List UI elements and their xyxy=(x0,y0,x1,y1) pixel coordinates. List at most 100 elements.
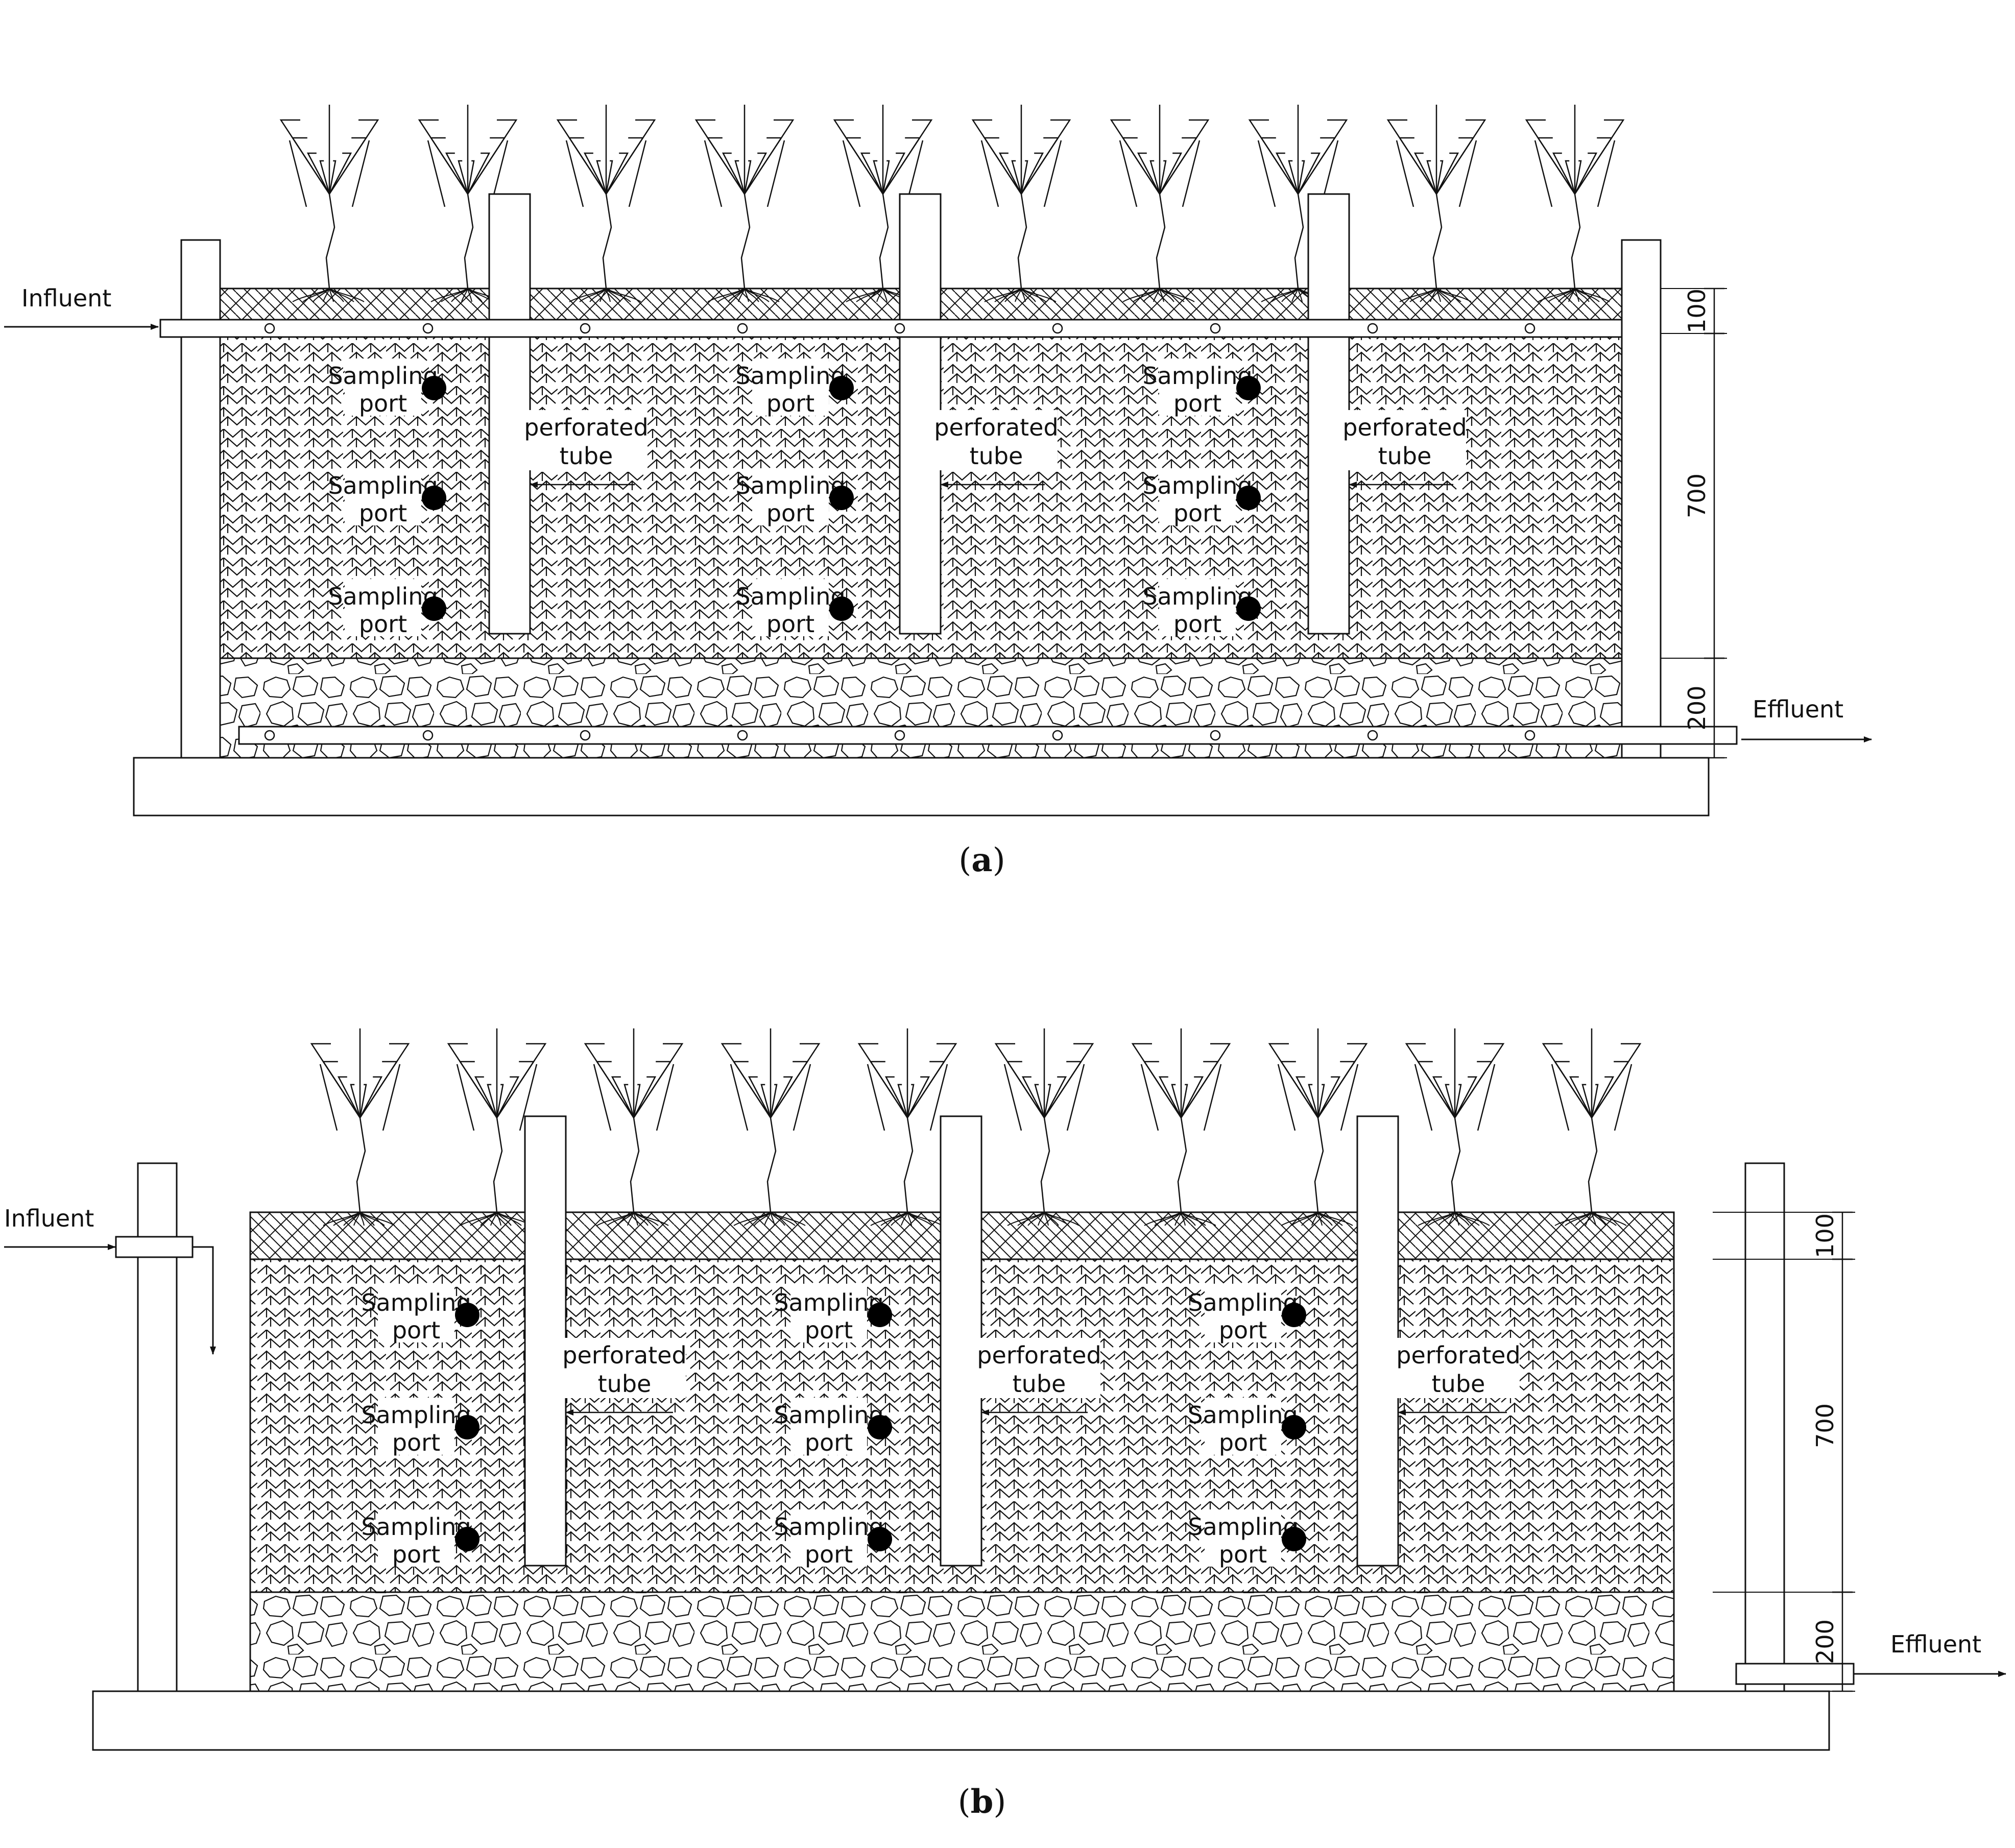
pipe-hole-icon xyxy=(894,730,905,741)
sampling-port-dot xyxy=(455,1527,479,1551)
plant-leaf xyxy=(1288,160,1299,195)
plant-leaf xyxy=(1043,1043,1094,1118)
side-outlet-pipe xyxy=(1735,1663,1855,1685)
sampling-port-label-line2: port xyxy=(1219,1316,1267,1344)
outlet-collection-pipe: Effluent xyxy=(238,695,1872,745)
plant-leaf xyxy=(583,152,607,195)
sampling-port-label-line2: port xyxy=(805,1429,853,1456)
perforated-tube-label-line1: perforated xyxy=(524,414,648,441)
plant-roots xyxy=(1418,1212,1490,1226)
plant-leaf xyxy=(760,1084,772,1118)
plant-leaf xyxy=(467,160,475,195)
plant-leaf xyxy=(459,1061,498,1118)
plant-leaf xyxy=(350,1084,361,1118)
plant-leaf xyxy=(1317,1076,1341,1118)
plant-roots xyxy=(870,1212,943,1226)
dimension-label: 700 xyxy=(1811,1403,1839,1448)
plant-leaf xyxy=(337,1076,361,1118)
plant-leaf xyxy=(1137,152,1161,195)
plant-leaf xyxy=(906,1076,930,1118)
plant-leaf xyxy=(633,1043,684,1118)
perforated-tube-label-line1: perforated xyxy=(934,414,1058,441)
plant-icon xyxy=(694,105,795,302)
effluent-label: Effluent xyxy=(1753,695,1843,723)
inlet-pipe xyxy=(159,319,1623,338)
sampling-port-label-line2: port xyxy=(1219,1429,1267,1456)
sampling-port-label-bg xyxy=(1205,1398,1281,1455)
plant-leaf xyxy=(732,1061,772,1118)
plant-roots xyxy=(323,1212,395,1226)
sampling-port-label-line2: port xyxy=(1173,390,1221,417)
plant-roots xyxy=(596,1212,669,1226)
plant-roots xyxy=(707,288,780,302)
sampling-port-label-line2: port xyxy=(359,390,407,417)
sampling-port-dot xyxy=(829,596,854,621)
dimension-label: 200 xyxy=(1811,1619,1839,1664)
plant-leaf xyxy=(1021,1076,1045,1118)
plant-leaf xyxy=(706,137,746,195)
pipe-hole-icon xyxy=(1052,730,1063,741)
plant-leaf xyxy=(1552,152,1576,195)
sampling-port-label-line2: port xyxy=(766,610,814,638)
plant-leaf xyxy=(743,152,767,195)
plant-icon xyxy=(721,1028,821,1226)
plant-leaf xyxy=(1020,152,1044,195)
sampling-port-label-line1: Sampling xyxy=(361,1401,471,1429)
pipe-hole-icon xyxy=(580,323,591,334)
influent-label: Influent xyxy=(21,284,111,312)
plant-leaf xyxy=(306,152,330,195)
perforated-tube xyxy=(524,1115,567,1567)
plant-roots xyxy=(1007,1212,1080,1226)
plant-icon xyxy=(447,1028,547,1226)
plant-leaf xyxy=(1020,160,1028,195)
plant-leaf xyxy=(359,1076,383,1118)
pipe-hole-icon xyxy=(1524,323,1536,334)
plant-leaf xyxy=(291,137,330,195)
sampling-port-dot xyxy=(829,486,854,510)
plant-leaf xyxy=(322,1061,361,1118)
plant-leaf xyxy=(1297,152,1321,195)
plant-roots xyxy=(1554,1212,1627,1226)
sampling-port-label-bg xyxy=(1159,579,1236,636)
sampling-port-label-line2: port xyxy=(392,1316,440,1344)
plant-icon xyxy=(310,1028,410,1226)
inlet-side-feed: Influent xyxy=(4,1205,216,1355)
plant-leaf xyxy=(1159,152,1183,195)
plant-leaf xyxy=(496,1043,547,1118)
foundation-base xyxy=(133,757,1710,817)
perforated-tube-label-line1: perforated xyxy=(1396,1341,1520,1369)
plant-leaf xyxy=(897,1084,908,1118)
pipe-hole-icon xyxy=(737,323,748,334)
plant-leaf xyxy=(328,119,379,195)
plant-leaf xyxy=(359,1043,410,1118)
plants-row xyxy=(310,1028,1642,1226)
left-wall xyxy=(180,239,221,759)
sampling-port-label-line1: Sampling xyxy=(735,583,845,610)
plant-leaf xyxy=(1159,160,1167,195)
plant-leaf xyxy=(1295,1076,1319,1118)
sampling-port-dot xyxy=(1282,1415,1306,1439)
plant-leaf xyxy=(1043,1076,1067,1118)
sampling-port-dot xyxy=(455,1303,479,1327)
plant-roots xyxy=(1399,288,1472,302)
plant-leaf xyxy=(1171,1084,1182,1118)
plant-leaf xyxy=(1297,119,1348,195)
gravel-layer xyxy=(249,1591,1675,1692)
plants-row xyxy=(279,105,1625,302)
sampling-port-label-line1: Sampling xyxy=(1142,472,1252,499)
plant-leaf xyxy=(1297,160,1305,195)
sampling-port-label-line2: port xyxy=(392,1541,440,1568)
plant-leaf xyxy=(1398,137,1437,195)
plant-leaf xyxy=(1180,1043,1231,1118)
plant-icon xyxy=(279,105,379,302)
sampling-port-label-line1: Sampling xyxy=(328,583,438,610)
plant-leaf xyxy=(743,160,752,195)
